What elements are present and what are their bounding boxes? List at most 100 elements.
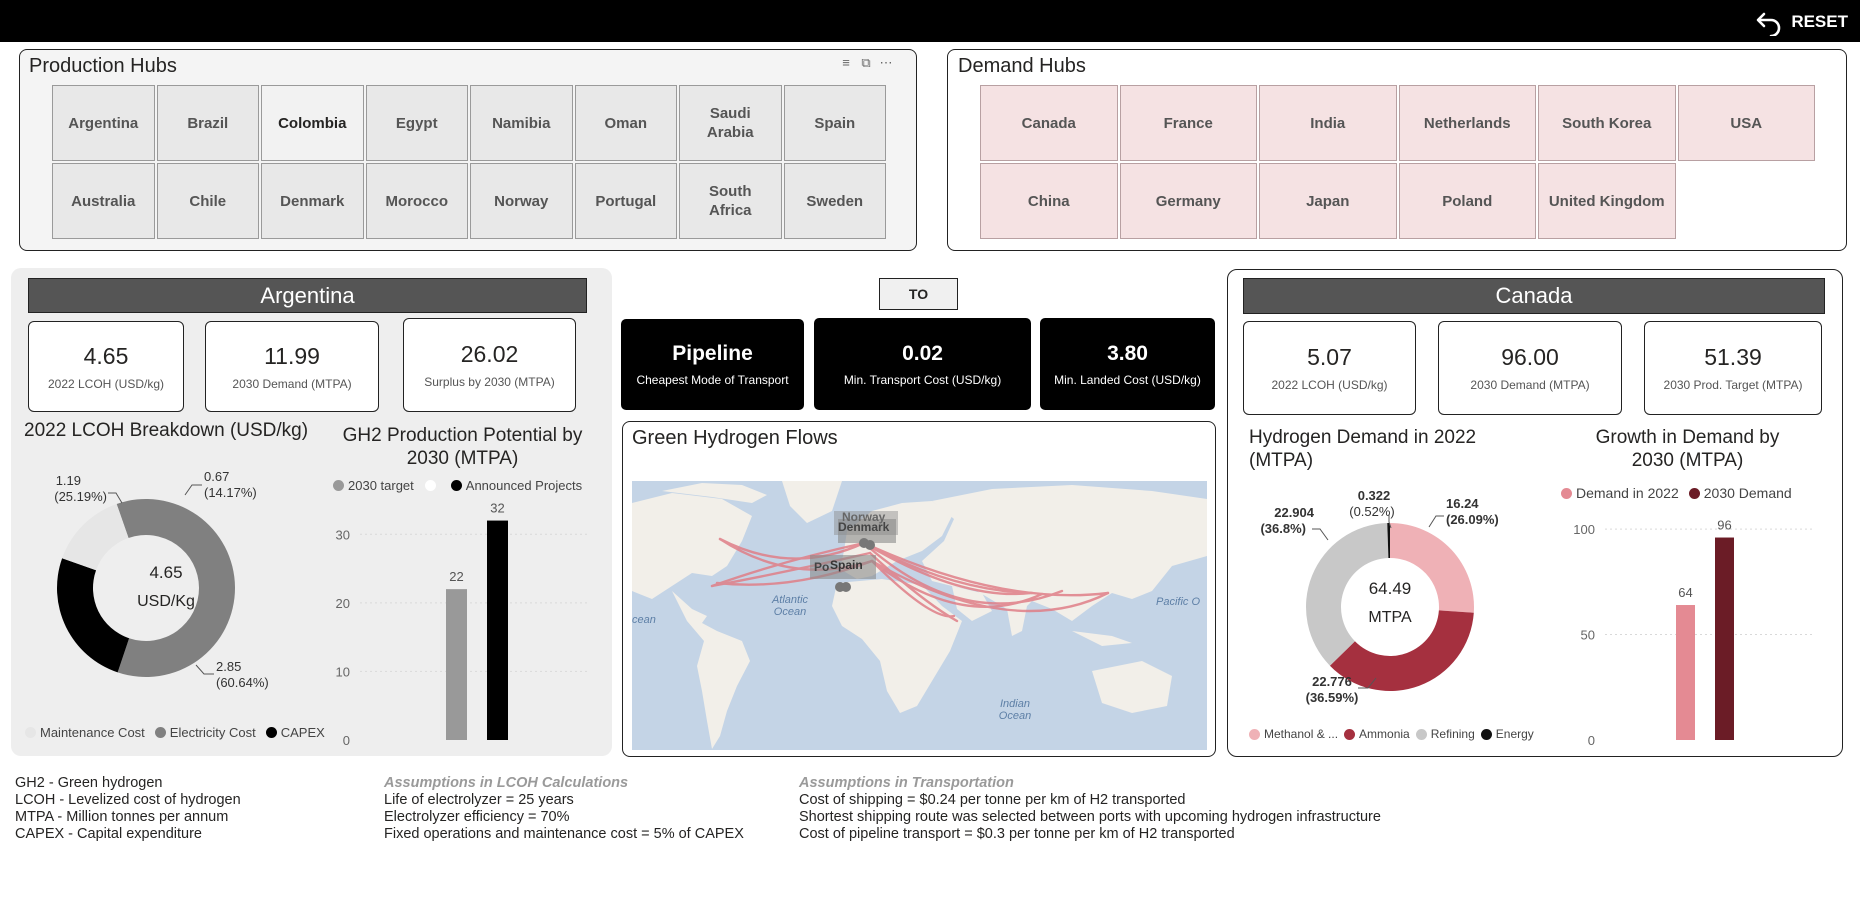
production-hub-tile[interactable]: Egypt	[365, 85, 468, 161]
bar-2030-demand[interactable]	[1715, 537, 1734, 740]
maint-pct-label: (14.17%)	[204, 485, 257, 500]
to-button[interactable]: TO	[879, 278, 958, 310]
legend-electricity[interactable]: Electricity Cost	[154, 725, 256, 740]
production-hub-tile[interactable]: Portugal	[574, 163, 677, 239]
demand-hub-tile[interactable]: France	[1119, 85, 1257, 161]
card-value: 3.80	[1107, 341, 1148, 365]
demand-hub-tile[interactable]: USA	[1677, 85, 1815, 161]
demand-hub-tile[interactable]: China	[980, 163, 1118, 239]
kpi-value: 11.99	[264, 342, 320, 369]
demand-hub-tile[interactable]: Canada	[980, 85, 1118, 161]
legend-refining[interactable]: Refining	[1415, 727, 1475, 741]
legend-demand-2030[interactable]: 2030 Demand	[1688, 485, 1792, 501]
legend-capex[interactable]: CAPEX	[265, 725, 325, 740]
y-tick-label: 100	[1573, 522, 1595, 537]
energy-pct-label: (0.52%)	[1349, 504, 1395, 519]
potential-title-line2: 2030 (MTPA)	[406, 448, 519, 469]
filter-icon[interactable]: ≡	[842, 55, 850, 70]
demand-2030-swatch	[1688, 487, 1700, 499]
bar-demand-in-2022[interactable]	[1676, 605, 1695, 740]
capex-pct-label: (25.19%)	[54, 489, 107, 504]
indian-label-2: Ocean	[999, 710, 1031, 722]
refining-value-label: 22.904	[1274, 505, 1315, 520]
production-hub-tile[interactable]: South Africa	[679, 163, 782, 239]
demand-hub-tile[interactable]: India	[1259, 85, 1397, 161]
production-hub-tile[interactable]: Chile	[156, 163, 259, 239]
bar-announced-projects[interactable]	[487, 520, 508, 740]
legend-maintenance[interactable]: Maintenance Cost	[25, 725, 145, 740]
dest-kpi-target: 51.39 2030 Prod. Target (MTPA)	[1644, 321, 1822, 415]
demand-hub-tile[interactable]: Poland	[1398, 163, 1536, 239]
production-hub-tile[interactable]: Norway	[470, 163, 573, 239]
pacific-label: Pacific O	[1156, 596, 1200, 608]
kpi-label: 2022 LCOH (USD/kg)	[47, 376, 165, 391]
maint-value-label: 0.67	[204, 469, 229, 484]
legend-demand-2022[interactable]: Demand in 2022	[1561, 485, 1679, 501]
production-hub-tile[interactable]: Australia	[52, 163, 155, 239]
donut-slice-refining[interactable]	[1306, 523, 1389, 666]
demand-hub-tile[interactable]: Germany	[1119, 163, 1257, 239]
legend-label: 2030 target	[348, 478, 414, 493]
kpi-value: 5.07	[1307, 344, 1352, 370]
kpi-label: 2022 LCOH (USD/kg)	[1271, 378, 1388, 392]
focus-mode-icon[interactable]: ⧉	[861, 55, 871, 70]
legend-ammonia[interactable]: Ammonia	[1344, 727, 1410, 741]
production-hub-tile[interactable]: Saudi Arabia	[679, 85, 782, 161]
bar-data-label: 22	[449, 569, 463, 584]
lcoh-donut-chart: 1.19 (25.19%) 0.67 (14.17%) 2.85 (60.64%…	[54, 469, 269, 690]
demand-legend: Methanol & ... Ammonia Refining Energy	[1249, 727, 1540, 741]
legend-announced[interactable]: Announced Projects	[423, 478, 582, 493]
legend-2030-target[interactable]: 2030 target	[333, 478, 414, 493]
legend-methanol[interactable]: Methanol & ...	[1249, 727, 1338, 741]
ocean-left-label: cean	[632, 614, 656, 626]
kpi-value: 4.65	[83, 342, 129, 369]
production-hub-tile[interactable]: Brazil	[156, 85, 259, 161]
production-hub-tile[interactable]: Colombia	[261, 85, 364, 161]
production-hub-tile[interactable]: Argentina	[52, 85, 155, 161]
kpi-value: 26.02	[460, 341, 519, 367]
y-tick-label: 0	[343, 733, 350, 748]
origin-kpi-lcoh: 4.65 2022 LCOH (USD/kg)	[28, 321, 184, 412]
production-hub-tile[interactable]: Sweden	[783, 163, 886, 239]
donut-slice-capex[interactable]	[56, 558, 130, 673]
production-hub-tile[interactable]: Denmark	[261, 163, 364, 239]
origin-kpi-surplus: 26.02 Surplus by 2030 (MTPA)	[403, 318, 576, 412]
potential-title: GH2 Production Potential by 2030 (MTPA)	[335, 424, 590, 470]
indian-label: Indian	[1000, 698, 1030, 710]
donut-slice-ammonia[interactable]	[1329, 610, 1474, 691]
demand-hub-tile[interactable]: Japan	[1259, 163, 1397, 239]
bar-2030-target[interactable]	[446, 589, 467, 740]
more-options-icon[interactable]: ⋯	[879, 55, 893, 70]
kpi-value: 96.00	[1501, 344, 1559, 370]
production-hub-tile[interactable]: Namibia	[470, 85, 573, 161]
demand-hub-tile[interactable]: South Korea	[1538, 85, 1676, 161]
note-line: Cost of pipeline transport = $0.3 per to…	[799, 826, 1235, 842]
production-hub-tile[interactable]: Morocco	[365, 163, 468, 239]
note-line: MTPA - Million tonnes per annum	[15, 809, 229, 825]
potential-legend: 2030 target Announced Projects	[333, 478, 592, 493]
glossary-notes: GH2 - Green hydrogen LCOH - Levelized co…	[15, 775, 241, 843]
top-bar	[0, 0, 1860, 42]
reset-button[interactable]: RESET	[1755, 6, 1848, 38]
donut-slice-electricity-cost[interactable]	[116, 499, 236, 677]
demand-center-unit: MTPA	[1368, 609, 1412, 626]
ammonia-value-label: 22.776	[1312, 674, 1352, 689]
demand-hub-tile[interactable]: Netherlands	[1398, 85, 1536, 161]
target-swatch	[333, 480, 344, 491]
donut-slice-maintenance-cost[interactable]	[62, 503, 129, 571]
bar-data-label: 64	[1678, 585, 1692, 600]
transport-cost-card: 0.02 Min. Transport Cost (USD/kg)	[814, 318, 1031, 410]
donut-slice-methanol[interactable]	[1390, 523, 1474, 613]
donut-slice-energy[interactable]	[1387, 523, 1390, 559]
demand-center-value: 64.49	[1369, 579, 1412, 598]
production-hub-tile[interactable]: Spain	[783, 85, 886, 161]
demand-hub-tile[interactable]: United Kingdom	[1538, 163, 1676, 239]
production-hub-tile[interactable]: Oman	[574, 85, 677, 161]
legend-energy[interactable]: Energy	[1480, 727, 1534, 741]
flows-map[interactable]: Norway Denmark Po Spain Atlantic Ocean P…	[632, 481, 1207, 750]
demand-title-line2: (MTPA)	[1249, 450, 1314, 471]
bar-data-label: 96	[1717, 518, 1731, 533]
